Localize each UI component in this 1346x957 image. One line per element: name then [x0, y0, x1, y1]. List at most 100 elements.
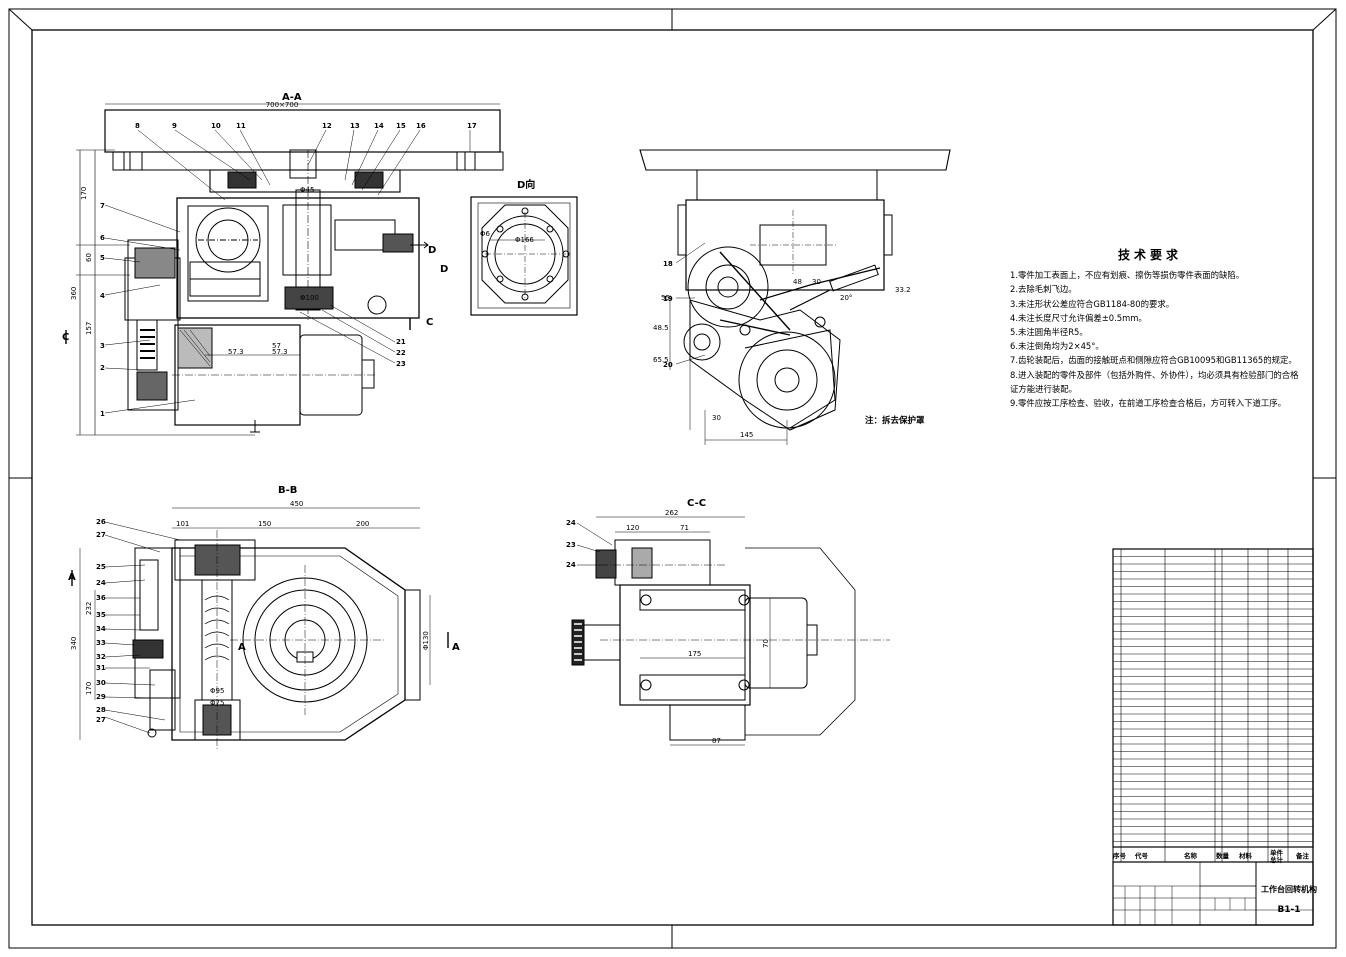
tech-req-item: 3.未注形状公差应符合GB1184-80的要求。 — [1010, 298, 1175, 309]
aa-dim-left-top: 170 — [80, 187, 88, 200]
balloon: 22 — [396, 349, 406, 357]
bb-balloons: 26 27 25 24 36 35 34 33 32 31 30 29 28 2… — [96, 518, 106, 724]
balloon: 31 — [96, 664, 106, 672]
tech-req-item: 4.未注长度尺寸允许偏差±0.5mm。 — [1010, 312, 1147, 323]
cc-dim-right: 70 — [762, 639, 770, 648]
view-bb: B-B 450 101 150 200 340 232 170 — [68, 485, 460, 750]
bb-dim-c: 200 — [356, 520, 369, 528]
col-header: 材料 — [1238, 851, 1253, 860]
balloon: 27 — [96, 531, 106, 539]
balloon: 35 — [96, 611, 106, 619]
balloon: 13 — [350, 122, 360, 130]
tech-req-item: 1.零件加工表面上，不应有划痕、擦伤等损伤零件表面的缺陷。 — [1010, 270, 1245, 281]
balloon: 21 — [396, 338, 406, 346]
balloon: 30 — [96, 679, 106, 687]
balloon: 23 — [396, 360, 406, 368]
balloon: 24 — [566, 561, 576, 569]
aa-dim-top: 700×700 — [266, 101, 299, 109]
balloon: 18 — [663, 260, 673, 268]
d-dim-b: Φ166 — [515, 236, 534, 244]
balloon: 23 — [566, 541, 576, 549]
balloon: 9 — [172, 122, 177, 130]
drawing-number: B1-1 — [1277, 905, 1301, 915]
tech-req-item: 8.进入装配的零件及部件（包括外购件、外协件），均必须具有检验部门的合格 — [1010, 369, 1299, 380]
aa-dim-shaft: Φ45 — [300, 186, 314, 194]
guard-note: 注：拆去保护罩 — [865, 416, 925, 426]
balloon: 32 — [96, 653, 106, 661]
balloon: 3 — [100, 342, 105, 350]
side-dim-left3: 65.5 — [653, 356, 669, 364]
drawing-title: 工作台回转机构 — [1261, 885, 1317, 894]
aa-dim-shaft2: Φ100 — [300, 294, 319, 302]
balloon: 16 — [416, 122, 426, 130]
view-side: 145 55 48.5 65.5 30 48 30 20° 33.2 — [639, 149, 951, 445]
tech-req-item: 证方能进行装配。 — [1010, 383, 1077, 394]
view-aa-title: A-A — [282, 92, 302, 103]
section-c-right: C — [426, 317, 433, 328]
bb-dim-total: 450 — [290, 500, 303, 508]
title-block — [1112, 861, 1314, 926]
bb-dim-d3: Φ75 — [210, 699, 224, 707]
bb-dim-left-total: 340 — [70, 637, 78, 650]
balloon: 29 — [96, 693, 106, 701]
side-dim-bottom: 145 — [740, 431, 753, 439]
balloon: 10 — [211, 122, 221, 130]
balloon: 4 — [100, 292, 105, 300]
view-d: D向 Φ6 Φ166 — [470, 178, 578, 316]
tech-req-item: 6.未注倒角均为2×45°。 — [1010, 341, 1104, 352]
parts-list — [1112, 548, 1314, 863]
side-balloons: 18 19 20 — [663, 260, 673, 369]
d-dim-a: Φ6 — [480, 230, 491, 238]
balloon: 2 — [100, 364, 105, 372]
view-aa: A-A 700×700 — [62, 92, 504, 436]
section-d-low: D — [440, 264, 448, 275]
balloon: 20 — [663, 361, 673, 369]
tech-req-title: 技术要求 — [1117, 248, 1182, 262]
balloon: 25 — [96, 563, 106, 571]
tech-req-item: 7.齿轮装配后，齿面的接触斑点和侧隙应符合GB10095和GB11365的规定。 — [1010, 355, 1297, 366]
tech-req-item: 5.未注圆角半径R5。 — [1010, 327, 1088, 338]
balloon: 26 — [96, 518, 106, 526]
side-dim-h2: 30 — [812, 278, 821, 286]
balloon: 8 — [135, 122, 140, 130]
technical-requirements: 技术要求 1.零件加工表面上，不应有划痕、擦伤等损伤零件表面的缺陷。 2.去除毛… — [1010, 248, 1299, 410]
cc-dim-a: 120 — [626, 524, 639, 532]
aa-dim-left-low: 157 — [85, 322, 93, 335]
bb-dim-left-b: 170 — [85, 682, 93, 695]
aa-dim-mid-a: 57.3 — [228, 348, 244, 356]
aa-balloons-top: 8 9 10 11 12 13 14 15 16 17 — [135, 122, 477, 130]
cc-balloons: 24 23 24 — [566, 519, 576, 569]
col-header: 序号 — [1112, 851, 1127, 860]
balloon: 6 — [100, 234, 105, 242]
balloon: 14 — [374, 122, 384, 130]
section-d-right: D — [428, 245, 436, 256]
tech-req-item: 9.零件应按工序检查、验收，在前道工序检查合格后，方可转入下道工序。 — [1010, 398, 1286, 409]
side-dim-right: 33.2 — [895, 286, 911, 294]
side-dim-angle: 20° — [840, 294, 852, 302]
view-cc: C-C 262 120 71 175 70 87 — [571, 498, 890, 746]
balloon: 15 — [396, 122, 406, 130]
parts-list-headers: 序号 代号 名称 数量 材料 单件 总计 备注 — [1112, 848, 1310, 864]
balloon: 7 — [100, 202, 105, 210]
col-header: 数量 — [1216, 851, 1230, 860]
cc-dim-top: 262 — [665, 509, 678, 517]
side-dim-h1: 48 — [793, 278, 802, 286]
balloon: 34 — [96, 625, 106, 633]
balloon: 11 — [236, 122, 246, 130]
aa-dim-left-total: 360 — [70, 287, 78, 300]
cc-dim-b: 71 — [680, 524, 689, 532]
side-dim-left1: 55 — [661, 294, 670, 302]
balloon: 1 — [100, 410, 105, 418]
aa-dim-left-mid: 60 — [85, 253, 93, 262]
balloon: 5 — [100, 254, 105, 262]
balloon: 17 — [467, 122, 477, 130]
balloon: 28 — [96, 706, 106, 714]
balloon: 19 — [663, 295, 673, 303]
bb-dim-a: 101 — [176, 520, 189, 528]
section-a-right: A — [452, 642, 460, 653]
aa-balloons-left: 7 6 5 4 3 2 1 — [100, 202, 105, 418]
col-header: 名称 — [1184, 851, 1198, 860]
aa-dim-mid-c: 57.3 — [272, 348, 288, 356]
side-dim-low: 30 — [712, 414, 721, 422]
balloon: 27 — [96, 716, 106, 724]
